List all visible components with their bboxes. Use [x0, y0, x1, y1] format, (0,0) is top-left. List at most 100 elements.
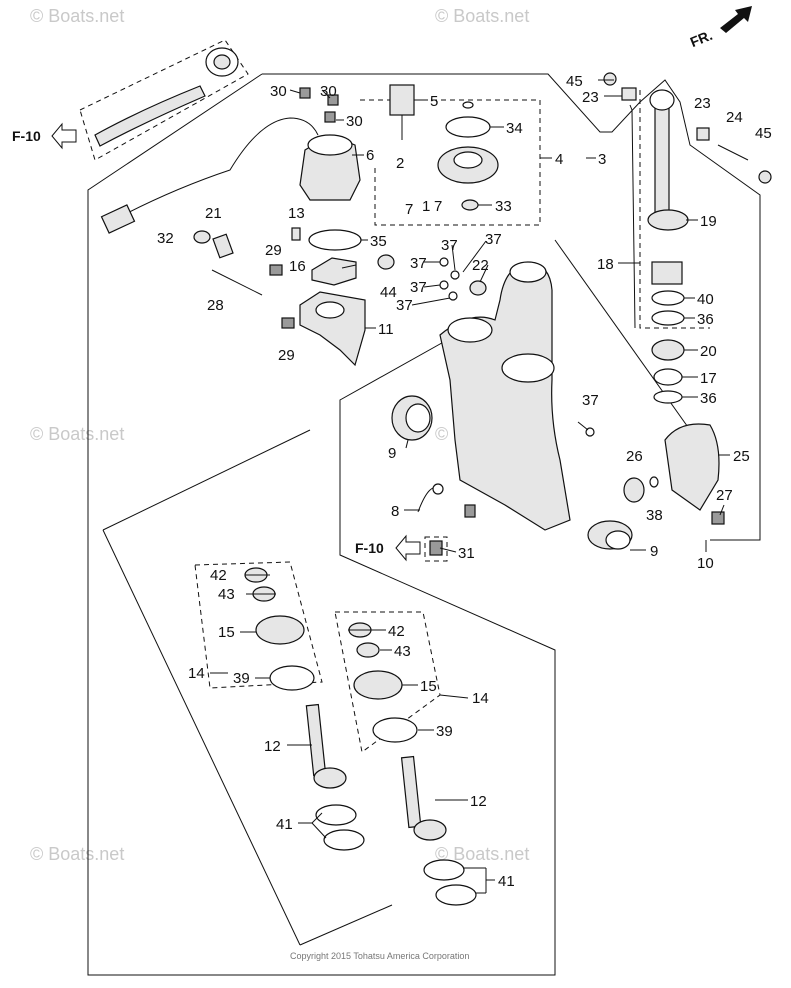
- callout-36a[interactable]: 36: [697, 311, 714, 328]
- washer-38[interactable]: [649, 476, 659, 488]
- callout-1[interactable]: 1: [422, 198, 430, 215]
- valve-body-4[interactable]: [437, 146, 499, 184]
- callout-4[interactable]: 4: [555, 151, 563, 168]
- callout-23b[interactable]: 23: [694, 95, 711, 112]
- callout-6[interactable]: 6: [366, 147, 374, 164]
- callout-28[interactable]: 28: [207, 297, 224, 314]
- f10-reference-mid[interactable]: F-10: [355, 534, 421, 562]
- callout-39a[interactable]: 39: [233, 670, 250, 687]
- callout-30a[interactable]: 30: [270, 83, 287, 100]
- washer-33[interactable]: [461, 199, 479, 211]
- cap-15a[interactable]: [255, 615, 305, 645]
- callout-9b[interactable]: 9: [650, 543, 658, 560]
- valve-5[interactable]: [389, 84, 415, 140]
- plug-13[interactable]: [291, 227, 301, 241]
- callout-27[interactable]: 27: [716, 487, 733, 504]
- callout-42a[interactable]: 42: [210, 567, 227, 584]
- gear-26[interactable]: [623, 477, 645, 503]
- callout-41a[interactable]: 41: [276, 816, 293, 833]
- callout-15a[interactable]: 15: [218, 624, 235, 641]
- o-ring-34[interactable]: [445, 101, 491, 138]
- callout-17[interactable]: 17: [700, 370, 717, 387]
- callout-19[interactable]: 19: [700, 213, 717, 230]
- pump-bracket-11[interactable]: [299, 291, 366, 367]
- ring-43b[interactable]: [356, 642, 380, 658]
- callout-39b[interactable]: 39: [436, 723, 453, 740]
- pin-37a[interactable]: [439, 257, 449, 267]
- ring-41a[interactable]: [323, 829, 365, 851]
- callout-8[interactable]: 8: [391, 503, 399, 520]
- washer-45a[interactable]: [603, 72, 617, 86]
- callout-30c[interactable]: 30: [346, 113, 363, 130]
- plug-9-right[interactable]: [587, 520, 633, 550]
- plug-22[interactable]: [469, 280, 487, 296]
- callout-21[interactable]: 21: [205, 205, 222, 222]
- callout-25[interactable]: 25: [733, 448, 750, 465]
- screw-27[interactable]: [711, 511, 725, 525]
- f10-reference-top[interactable]: F-10: [12, 122, 77, 150]
- callout-29a[interactable]: 29: [265, 242, 282, 259]
- o-ring-40[interactable]: [651, 290, 685, 306]
- collar-23a[interactable]: [621, 87, 637, 101]
- callout-33[interactable]: 33: [495, 198, 512, 215]
- rod-12-right[interactable]: [400, 755, 447, 841]
- callout-35[interactable]: 35: [370, 233, 387, 250]
- callout-7a[interactable]: 7: [405, 201, 413, 218]
- callout-37[interactable]: 37: [396, 297, 413, 314]
- callout-5[interactable]: 5: [430, 93, 438, 110]
- callout-18[interactable]: 18: [597, 256, 614, 273]
- callout-14b[interactable]: 14: [472, 690, 489, 707]
- cylinder-body[interactable]: [439, 261, 571, 531]
- bolt-28[interactable]: [211, 269, 263, 296]
- callout-43b[interactable]: 43: [394, 643, 411, 660]
- callout-38[interactable]: 38: [646, 507, 663, 524]
- callout-13[interactable]: 13: [288, 205, 305, 222]
- callout-30b[interactable]: 30: [320, 83, 337, 100]
- callout-37d[interactable]: 37: [410, 279, 427, 296]
- callout-2[interactable]: 2: [396, 155, 404, 172]
- callout-45b[interactable]: 45: [755, 125, 772, 142]
- callout-37a[interactable]: 37: [441, 237, 458, 254]
- washer-32[interactable]: [193, 230, 211, 244]
- callout-44[interactable]: 44: [380, 284, 397, 301]
- clip-41a[interactable]: [315, 804, 357, 826]
- callout-9a[interactable]: 9: [388, 445, 396, 462]
- callout-32[interactable]: 32: [157, 230, 174, 247]
- callout-16[interactable]: 16: [289, 258, 306, 275]
- pump-motor-6[interactable]: [299, 134, 361, 201]
- callout-7b[interactable]: 7: [434, 198, 442, 215]
- hose-assembly[interactable]: [94, 47, 319, 234]
- callout-23a[interactable]: 23: [582, 89, 599, 106]
- collar-23b[interactable]: [696, 127, 710, 141]
- callout-12a[interactable]: 12: [264, 738, 281, 755]
- callout-41b[interactable]: 41: [498, 873, 515, 890]
- gasket-16[interactable]: [311, 257, 357, 286]
- callout-29b[interactable]: 29: [278, 347, 295, 364]
- callout-36b[interactable]: 36: [700, 390, 717, 407]
- pin-37c[interactable]: [439, 280, 449, 290]
- cap-15b[interactable]: [353, 670, 403, 700]
- o-ring-39b[interactable]: [372, 717, 418, 743]
- ring-17[interactable]: [653, 368, 683, 386]
- callout-37b[interactable]: 37: [485, 231, 502, 248]
- washer-45b[interactable]: [758, 170, 772, 184]
- callout-37e[interactable]: 37: [582, 392, 599, 409]
- seal-20[interactable]: [651, 339, 685, 361]
- valve-21[interactable]: [212, 233, 234, 259]
- piston-rod-19[interactable]: [647, 89, 689, 285]
- callout-43a[interactable]: 43: [218, 586, 235, 603]
- callout-24[interactable]: 24: [726, 109, 743, 126]
- callout-42b[interactable]: 42: [388, 623, 405, 640]
- plug-9-left[interactable]: [391, 395, 433, 441]
- callout-37c[interactable]: 37: [410, 255, 427, 272]
- pin-37d[interactable]: [448, 291, 458, 301]
- callout-31[interactable]: 31: [458, 545, 475, 562]
- bolt-31[interactable]: [464, 504, 476, 518]
- callout-34[interactable]: 34: [506, 120, 523, 137]
- callout-26[interactable]: 26: [626, 448, 643, 465]
- pin-24[interactable]: [717, 144, 749, 161]
- callout-10[interactable]: 10: [697, 555, 714, 572]
- ring-41b[interactable]: [435, 884, 477, 906]
- callout-20[interactable]: 20: [700, 343, 717, 360]
- callout-22[interactable]: 22: [472, 257, 489, 274]
